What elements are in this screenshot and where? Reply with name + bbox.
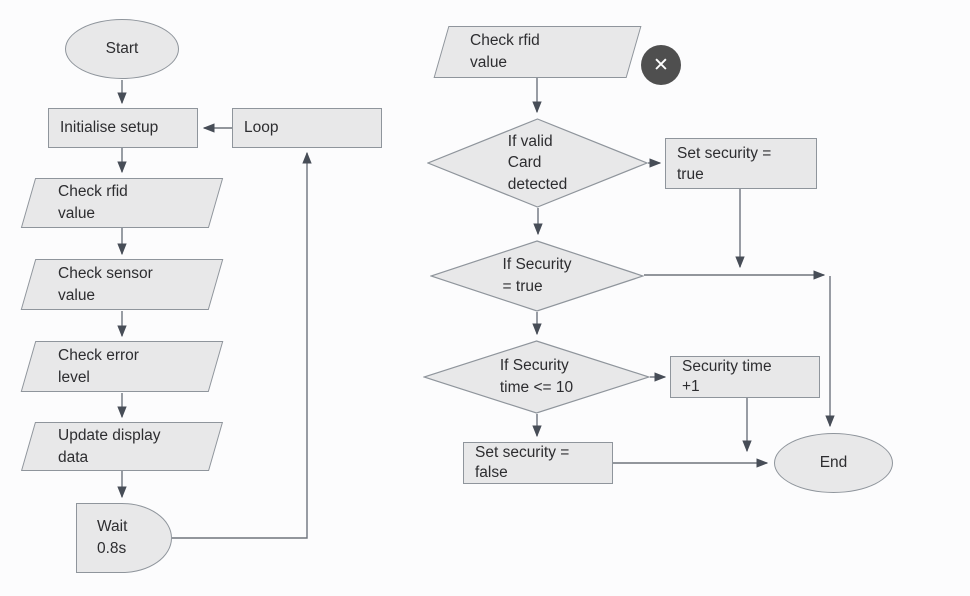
- if-security-true-node: If Security = true: [430, 240, 644, 312]
- if-valid-card-node: If valid Card detected: [427, 118, 648, 208]
- if-valid-card-label: If valid Card detected: [507, 132, 568, 193]
- update-display-label: Update display data: [58, 426, 161, 466]
- end-label: End: [819, 454, 848, 471]
- check-rfid-left-label: Check rfid value: [58, 183, 128, 222]
- security-time-inc-node: Security time +1: [670, 356, 820, 398]
- diamond-outline: [430, 240, 644, 312]
- check-sensor-label: Check sensor value: [58, 264, 153, 304]
- if-security-time-label: If Security time <= 10: [499, 357, 574, 396]
- close-button[interactable]: ✕: [641, 45, 681, 85]
- loop-label: Loop: [244, 119, 279, 136]
- initialise-setup-label: Initialise setup: [60, 119, 159, 136]
- check-sensor-node: Check sensor value: [20, 259, 224, 310]
- wait-label: Wait 0.8s: [97, 518, 128, 557]
- if-security-time-node: If Security time <= 10: [423, 340, 650, 414]
- set-security-false-label: Set security = false: [475, 444, 570, 481]
- set-security-false-node: Set security = false: [463, 442, 613, 484]
- wait-node: Wait 0.8s: [76, 503, 172, 573]
- end-node: End: [774, 433, 893, 493]
- check-error-node: Check error level: [20, 341, 224, 392]
- set-security-true-node: Set security = true: [665, 138, 817, 189]
- diamond-outline: [427, 118, 648, 208]
- diamond-shape: [423, 340, 650, 414]
- check-error-label: Check error level: [58, 346, 139, 386]
- initialise-setup-node: Initialise setup: [48, 108, 198, 148]
- diamond-outline: [423, 340, 650, 414]
- connector-wait-to-loop: [172, 151, 312, 539]
- update-display-node: Update display data: [20, 422, 224, 471]
- start-node: Start: [65, 19, 179, 79]
- diamond-shape: [430, 240, 644, 312]
- check-rfid-right-node: Check rfid value: [433, 26, 642, 78]
- security-time-inc-label: Security time +1: [682, 358, 772, 395]
- check-rfid-right-label: Check rfid value: [470, 32, 540, 71]
- start-label: Start: [105, 40, 139, 57]
- diamond-shape: [427, 118, 648, 208]
- close-icon: ✕: [653, 54, 669, 76]
- if-security-true-label: If Security = true: [502, 256, 572, 295]
- check-rfid-left-node: Check rfid value: [20, 178, 224, 228]
- loop-node: Loop: [232, 108, 382, 148]
- set-security-true-label: Set security = true: [677, 144, 772, 183]
